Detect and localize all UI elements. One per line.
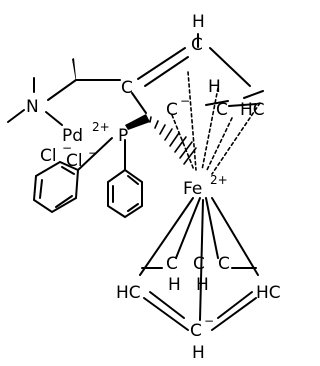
atom-h-low2: H: [196, 275, 209, 295]
atom-hc-low-left: HC: [116, 283, 141, 303]
atom-c-low1: C: [166, 254, 178, 274]
fe-upper-hash-bonds: [171, 71, 261, 175]
methyl-wedge: [72, 58, 76, 82]
atom-fe: Fe: [183, 179, 202, 199]
atom-cl-1: Cl: [40, 146, 57, 166]
atom-c-low2: C: [193, 254, 205, 274]
atom-pd: Pd: [62, 126, 83, 146]
atom-c-top: C: [191, 35, 203, 55]
atom-c-mid2: C: [216, 100, 228, 120]
atom-h-low1: H: [168, 275, 181, 295]
molecule-drawing: H C C C − H C HC N Pd 2+ P Cl − Cl − Fe …: [7, 12, 281, 363]
fe-lower-bonds: [139, 197, 259, 321]
atom-h-top: H: [192, 12, 205, 32]
atom-h-bottom: H: [192, 343, 205, 363]
side-chain-bonds: [7, 58, 121, 126]
atom-c-bottom-charge: −: [204, 314, 214, 328]
atom-n: N: [26, 97, 39, 117]
atom-c-bottom: C: [190, 321, 202, 341]
lower-cp-ring-bonds: [141, 267, 257, 331]
atom-c-left: C: [121, 78, 133, 98]
atom-cl-2: Cl: [66, 151, 83, 171]
c-p-wedge: [125, 114, 150, 130]
atom-c-low3: C: [218, 254, 230, 274]
atom-h-mid: H: [208, 77, 221, 97]
atom-p: P: [118, 126, 128, 146]
atom-hc-low-right: HC: [256, 283, 281, 303]
atom-c-mid: C: [166, 100, 178, 120]
atom-fe-charge: 2+: [210, 173, 228, 187]
phenyl-right: [107, 139, 143, 219]
atom-cl-1-charge: −: [62, 141, 72, 155]
atom-c-mid-charge: −: [180, 94, 190, 108]
upper-cp-ring-bonds: [131, 33, 264, 114]
atom-pd-charge: 2+: [92, 120, 110, 134]
ring-to-fe-hash-wedge: [149, 116, 197, 165]
atom-hc-right: HC: [240, 100, 265, 120]
structure-diagram: H C C C − H C HC N Pd 2+ P Cl − Cl − Fe …: [7, 12, 281, 363]
atom-cl-2-charge: −: [88, 146, 98, 160]
phenyl-left: [32, 137, 113, 214]
